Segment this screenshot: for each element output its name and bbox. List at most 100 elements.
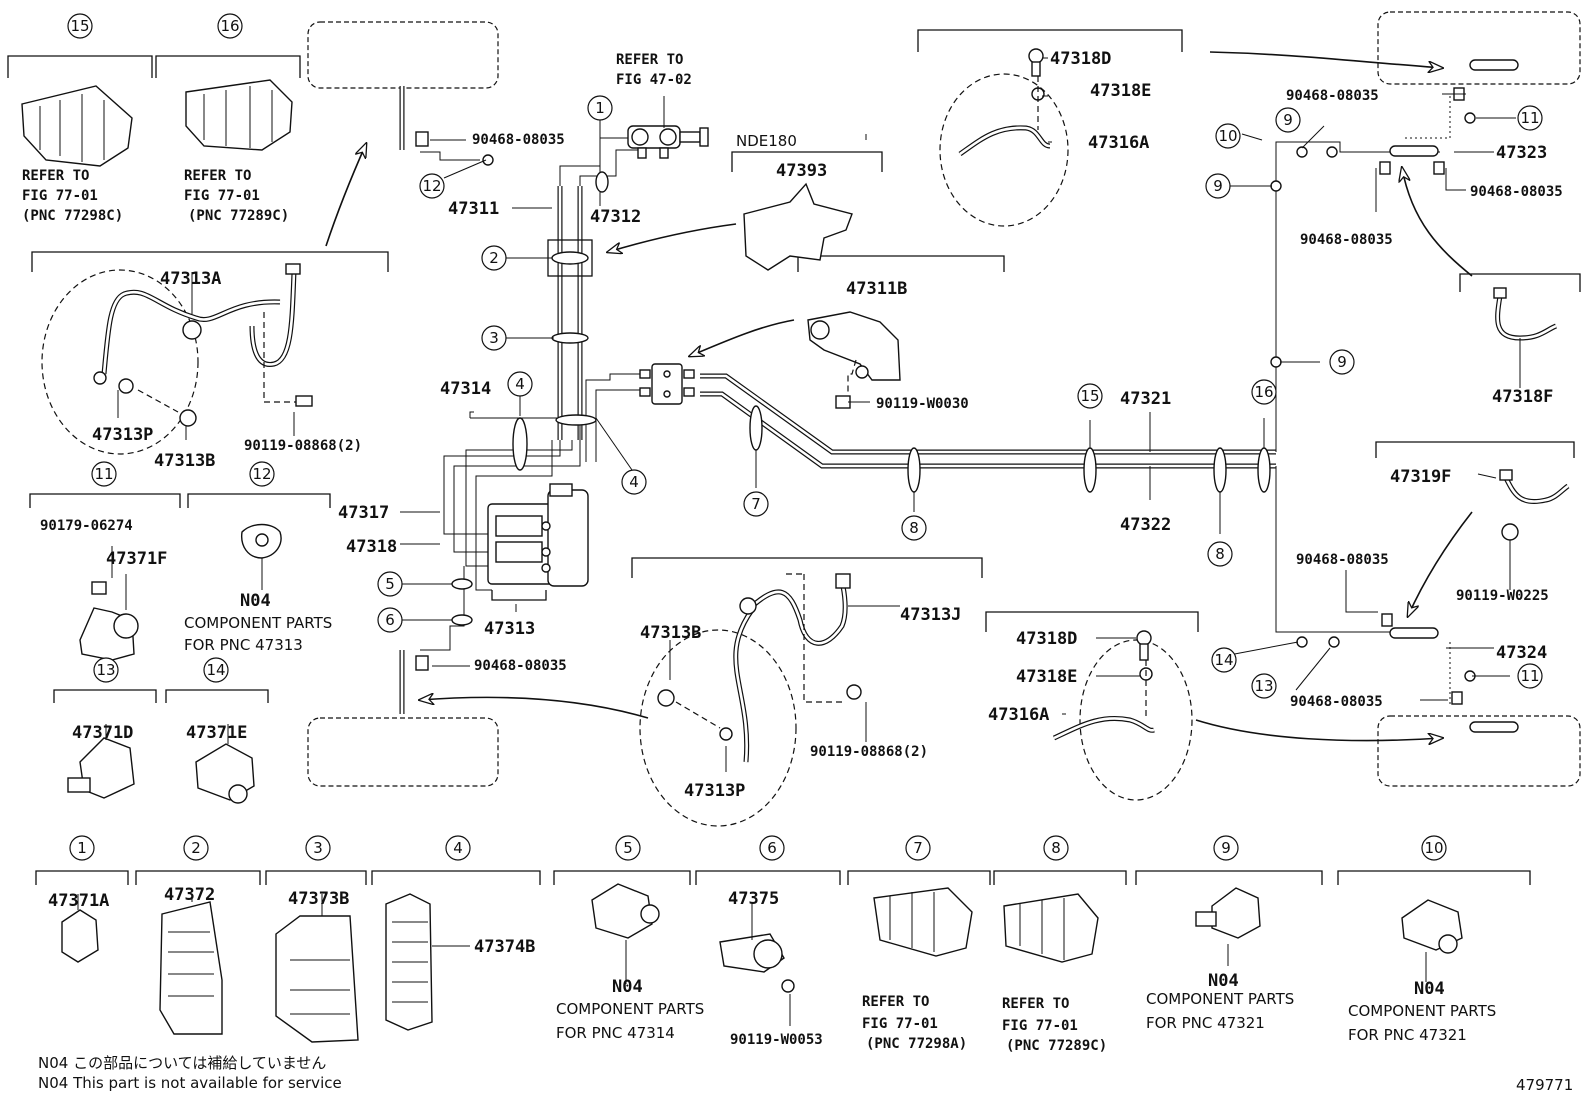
svg-text:16: 16 xyxy=(1254,383,1273,401)
label-90119-W0053: 90119-W0053 xyxy=(730,1032,823,1048)
label-90468-f: 90468-08035 xyxy=(1296,552,1389,568)
svg-text:13: 13 xyxy=(96,661,115,679)
svg-text:REFER TO: REFER TO xyxy=(616,52,683,68)
svg-text:4: 4 xyxy=(629,473,639,491)
callout-circles: 15 16 1 12 2 3 4 4 5 6 7 8 15 16 8 10 9 … xyxy=(67,13,1543,861)
callout-1-legend: 1 xyxy=(69,835,95,861)
footnotes: N04 この部品については補給していません N04 This part is n… xyxy=(38,1054,1573,1094)
label-47372: 47372 xyxy=(164,885,215,905)
svg-text:5: 5 xyxy=(623,839,633,857)
callout-16-top: 16 xyxy=(217,13,243,39)
svg-text:COMPONENT PARTS: COMPONENT PARTS xyxy=(1146,990,1294,1008)
label-47318D-top: 47318D xyxy=(1050,49,1111,69)
label-90119-08868-left: 90119-08868(2) xyxy=(244,438,362,454)
svg-text:3: 3 xyxy=(313,839,323,857)
callout-6-main: 6 xyxy=(377,607,403,633)
callout-6-legend: 6 xyxy=(759,835,785,861)
svg-text:9: 9 xyxy=(1221,839,1231,857)
callout-11-legend: 11 xyxy=(91,461,117,487)
label-47375: 47375 xyxy=(728,889,779,909)
label-47314: 47314 xyxy=(440,379,491,399)
svg-text:14: 14 xyxy=(206,661,225,679)
callout-14-main: 14 xyxy=(1211,647,1237,673)
label-47313B-left: 47313B xyxy=(154,451,215,471)
callout-8-main-b: 8 xyxy=(1207,541,1233,567)
svg-text:4: 4 xyxy=(515,375,525,393)
callout-1-main: 1 xyxy=(587,95,613,121)
callout-8-main-a: 8 xyxy=(901,515,927,541)
master-cylinder-junction xyxy=(547,125,709,405)
label-47313A: 47313A xyxy=(160,269,221,289)
footnote-japanese: N04 この部品については補給していません xyxy=(38,1054,326,1072)
svg-text:10: 10 xyxy=(1218,127,1237,145)
callout-9-main-c: 9 xyxy=(1329,349,1355,375)
callout-13-legend: 13 xyxy=(93,657,119,683)
svg-text:8: 8 xyxy=(909,519,919,537)
svg-text:REFER TO: REFER TO xyxy=(1002,996,1069,1012)
svg-text:10: 10 xyxy=(1424,839,1443,857)
label-47371A: 47371A xyxy=(48,891,109,911)
reference-notes: REFER TO FIG 47-02 REFER TO FIG 77-01 (P… xyxy=(22,52,1107,1054)
svg-text:N04: N04 xyxy=(1208,971,1239,991)
flex-hoses xyxy=(41,48,1570,827)
label-47313J: 47313J xyxy=(900,605,961,625)
label-47311: 47311 xyxy=(448,199,499,219)
svg-text:6: 6 xyxy=(385,611,395,629)
callout-15-main: 15 xyxy=(1077,383,1103,409)
label-90468-b: 90468-08035 xyxy=(474,658,567,674)
callout-12-legend: 12 xyxy=(249,461,275,487)
svg-text:N04: N04 xyxy=(612,977,643,997)
svg-text:8: 8 xyxy=(1051,839,1061,857)
label-47321: 47321 xyxy=(1120,389,1171,409)
svg-text:15: 15 xyxy=(1080,387,1099,405)
callout-12-main: 12 xyxy=(419,173,445,199)
figure-number: 479771 xyxy=(1516,1076,1573,1094)
callout-15-top: 15 xyxy=(67,13,93,39)
label-47371E: 47371E xyxy=(186,723,247,743)
svg-text:REFER TO: REFER TO xyxy=(22,168,89,184)
svg-text:FIG 77-01: FIG 77-01 xyxy=(862,1016,938,1032)
callout-4-upper: 4 xyxy=(507,371,533,397)
callout-7-legend: 7 xyxy=(905,835,931,861)
svg-text:3: 3 xyxy=(489,329,499,347)
group-brackets xyxy=(7,29,1581,885)
brackets xyxy=(743,182,901,409)
svg-text:7: 7 xyxy=(751,495,761,513)
label-90119-W0030: 90119-W0030 xyxy=(876,396,969,412)
svg-text:14: 14 xyxy=(1214,651,1233,669)
component-notes: N04 COMPONENT PARTS FOR PNC 47313 N04 CO… xyxy=(184,591,1496,1044)
callout-4-lower: 4 xyxy=(621,469,647,495)
label-47374B: 47374B xyxy=(474,937,535,957)
svg-text:7: 7 xyxy=(913,839,923,857)
label-47318E-mid: 47318E xyxy=(1016,667,1077,687)
svg-text:13: 13 xyxy=(1254,677,1273,695)
svg-text:16: 16 xyxy=(220,17,239,35)
callout-10-main: 10 xyxy=(1215,123,1241,149)
svg-text:FOR PNC 47314: FOR PNC 47314 xyxy=(556,1024,675,1042)
label-47317: 47317 xyxy=(338,503,389,523)
label-47316A-mid: 47316A xyxy=(988,705,1049,725)
svg-text:FOR PNC 47313: FOR PNC 47313 xyxy=(184,636,303,654)
label-47313B-mid: 47313B xyxy=(640,623,701,643)
brake-tubes xyxy=(399,86,1451,714)
svg-text:4: 4 xyxy=(453,839,463,857)
label-90119-W0225: 90119-W0225 xyxy=(1456,588,1549,604)
clamp-drawings xyxy=(21,79,1463,1043)
svg-text:COMPONENT PARTS: COMPONENT PARTS xyxy=(556,1000,704,1018)
label-47313: 47313 xyxy=(484,619,535,639)
label-47313P-mid: 47313P xyxy=(684,781,745,801)
svg-text:1: 1 xyxy=(77,839,87,857)
label-47393: 47393 xyxy=(776,161,827,181)
svg-text:(PNC 77298A): (PNC 77298A) xyxy=(866,1036,967,1052)
callout-9-legend: 9 xyxy=(1213,835,1239,861)
callout-16-main: 16 xyxy=(1251,379,1277,405)
svg-text:11: 11 xyxy=(1520,109,1539,127)
label-47371D: 47371D xyxy=(72,723,133,743)
label-47318: 47318 xyxy=(346,537,397,557)
callout-13-main: 13 xyxy=(1251,673,1277,699)
location-arrows xyxy=(325,51,1473,741)
label-47318F: 47318F xyxy=(1492,387,1553,407)
footnote-english: N04 This part is not available for servi… xyxy=(38,1074,342,1092)
svg-text:FOR PNC 47321: FOR PNC 47321 xyxy=(1146,1014,1265,1032)
